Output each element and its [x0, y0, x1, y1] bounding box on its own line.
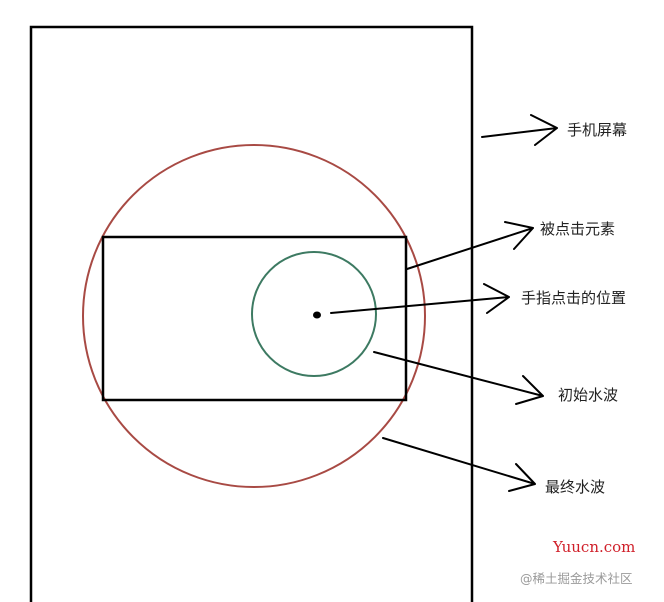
- label-final-ripple: 最终水波: [545, 478, 606, 496]
- phone-screen-outline: [29, 25, 474, 602]
- watermark-credit: @稀土掘金技术社区: [520, 571, 633, 586]
- label-clicked-element: 被点击元素: [540, 220, 616, 238]
- touch-point-dot: [313, 311, 321, 319]
- label-initial-ripple: 初始水波: [558, 386, 619, 404]
- initial-ripple-circle: [251, 251, 377, 377]
- arrows: [330, 114, 558, 492]
- clicked-element-rect: [101, 235, 408, 402]
- arrow-clicked-element: [406, 221, 534, 270]
- label-finger-position: 手指点击的位置: [521, 289, 627, 307]
- watermark-brand: Yuucn.com: [553, 538, 636, 556]
- arrow-final-ripple: [382, 437, 536, 492]
- arrow-initial-ripple: [373, 351, 544, 405]
- final-ripple-circle: [82, 144, 426, 488]
- arrow-finger-position: [330, 283, 510, 314]
- arrow-phone-screen: [481, 114, 558, 146]
- label-phone-screen: 手机屏幕: [567, 121, 628, 139]
